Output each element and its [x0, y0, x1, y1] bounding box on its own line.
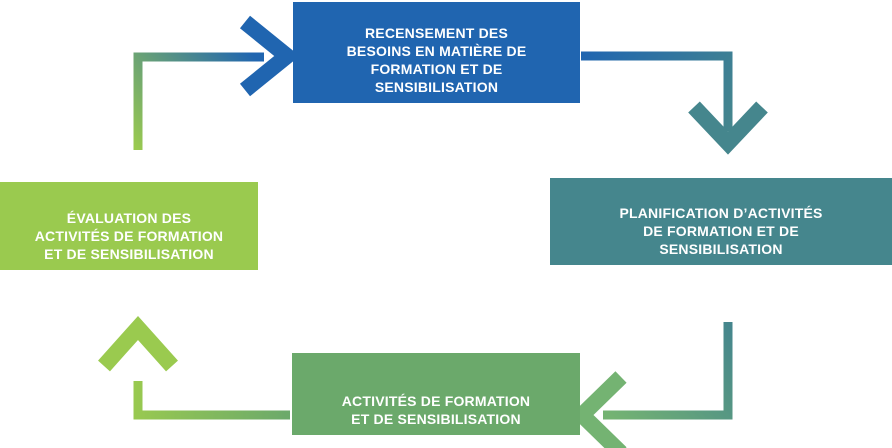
arrow-shaft: [133, 52, 264, 150]
arrow-head-right-icon: [239, 15, 300, 97]
node-activites: ACTIVITÉS DE FORMATION ET DE SENSIBILISA…: [292, 353, 580, 435]
arrow-evaluation-to-recensement-icon: [133, 15, 300, 150]
arrow-recensement-to-planification-icon: [581, 51, 768, 155]
arrow-shaft: [133, 381, 290, 420]
node-planification-label: PLANIFICATION D’ACTIVITÉS DE FORMATION E…: [619, 205, 823, 257]
arrow-head-up-icon: [98, 316, 178, 372]
arrow-shaft: [581, 51, 733, 131]
arrow-head-left-icon: [570, 371, 627, 448]
arrow-shaft: [603, 322, 733, 420]
arrow-planification-to-activites-icon: [570, 322, 733, 448]
node-recensement: RECENSEMENT DES BESOINS EN MATIÈRE DE FO…: [293, 2, 580, 103]
node-planification: PLANIFICATION D’ACTIVITÉS DE FORMATION E…: [550, 178, 892, 265]
arrow-activites-to-evaluation-icon: [98, 316, 290, 420]
node-activites-label: ACTIVITÉS DE FORMATION ET DE SENSIBILISA…: [341, 393, 531, 427]
node-recensement-label: RECENSEMENT DES BESOINS EN MATIÈRE DE FO…: [346, 25, 527, 95]
node-evaluation: ÉVALUATION DES ACTIVITÉS DE FORMATION ET…: [0, 182, 258, 270]
node-evaluation-label: ÉVALUATION DES ACTIVITÉS DE FORMATION ET…: [34, 210, 224, 262]
arrow-head-down-icon: [688, 101, 768, 155]
